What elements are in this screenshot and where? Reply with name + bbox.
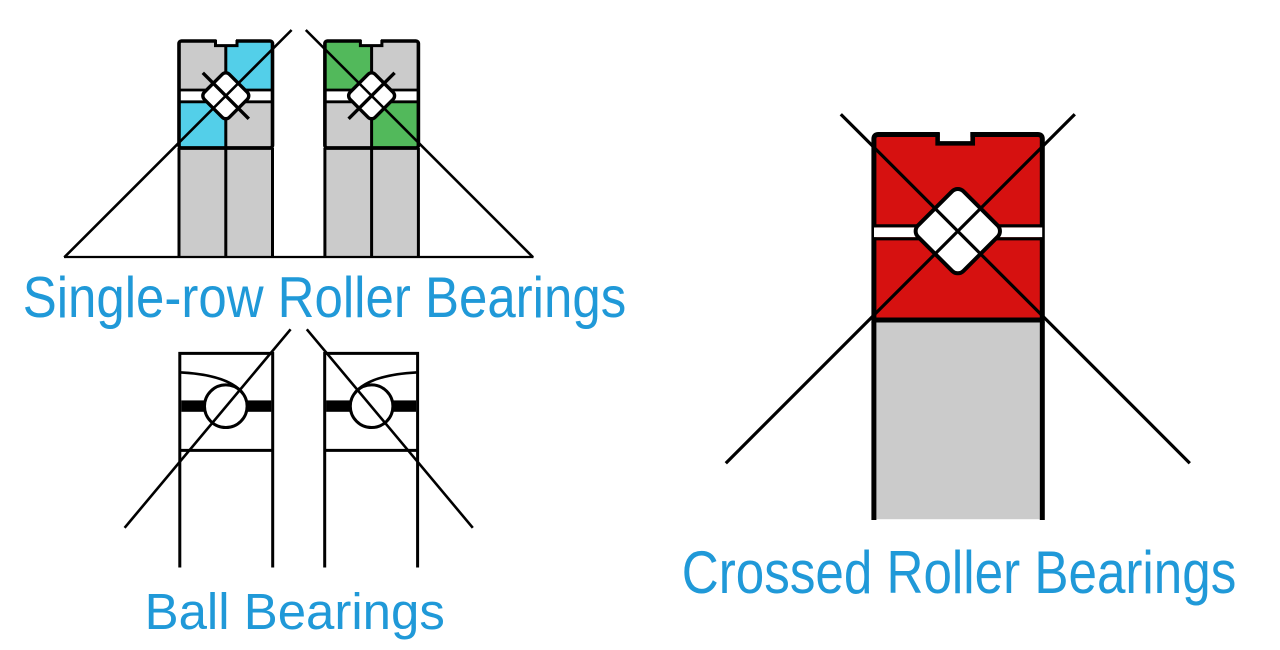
seal-notch-outline [358,40,384,48]
seal-notch-outline [935,133,976,146]
single-row-roller-bearing-right [304,29,535,259]
single-row-roller-bearing-left [63,29,293,259]
seal-notch [939,126,971,142]
crossed-roller-bearings-label: Crossed Roller Bearings [682,538,1237,606]
contact-angle-line [123,328,292,529]
crossed-roller-bearings-group: Crossed Roller Bearings [682,113,1237,606]
seal-notch [216,35,236,46]
seal-notch-outline [214,40,239,48]
crossed-roller-axis-line-descending [839,113,1191,465]
seal-notch [361,35,381,46]
inner-ring-body [876,322,1040,520]
contact-angle-line [305,328,474,529]
contact-angle-line [63,29,293,259]
ball-bearing-right [305,328,474,568]
contact-angle-line [304,29,535,259]
crossed-roller-axis-line-ascending [724,113,1076,465]
ball-bearings-label: Ball Bearings [145,583,445,640]
ball-bearing-left [123,328,292,568]
crossed-roller-bearing [724,113,1191,520]
single-row-roller-bearings-label: Single-row Roller Bearings [23,266,627,330]
single-row-roller-bearings-group: Single-row Roller Bearings [23,29,627,330]
ball-bearings-group: Ball Bearings [123,328,474,640]
